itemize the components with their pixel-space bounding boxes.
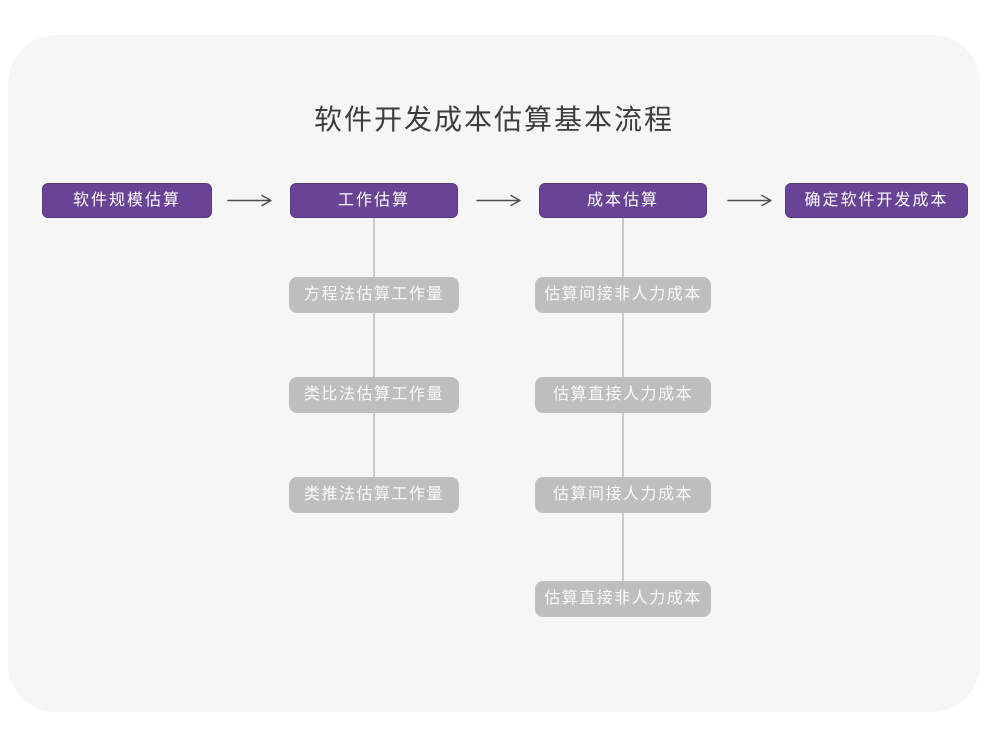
work-method-node: 类比法估算工作量	[289, 377, 459, 413]
work-method-node: 方程法估算工作量	[289, 277, 459, 313]
flow-step-determine-development-cost: 确定软件开发成本	[785, 183, 968, 218]
flow-step-cost-estimation: 成本估算	[539, 183, 707, 218]
cost-component-node: 估算直接非人力成本	[535, 581, 711, 617]
work-method-node: 类推法估算工作量	[289, 477, 459, 513]
flow-arrow-icon	[476, 194, 521, 207]
work-estimation-connector-line	[373, 218, 375, 495]
flow-step-work-estimation: 工作估算	[290, 183, 458, 218]
flow-arrow-icon	[227, 194, 272, 207]
flow-step-software-scale-estimation: 软件规模估算	[42, 183, 212, 218]
page-title: 软件开发成本估算基本流程	[313, 104, 674, 135]
flow-arrow-icon	[727, 194, 772, 207]
cost-component-node: 估算间接人力成本	[535, 477, 711, 513]
flowchart-card: 软件开发成本估算基本流程 软件规模估算 工作估算 成本估算 确定软件开发成本 方…	[8, 35, 980, 712]
cost-component-node: 估算间接非人力成本	[535, 277, 711, 313]
cost-component-node: 估算直接人力成本	[535, 377, 711, 413]
